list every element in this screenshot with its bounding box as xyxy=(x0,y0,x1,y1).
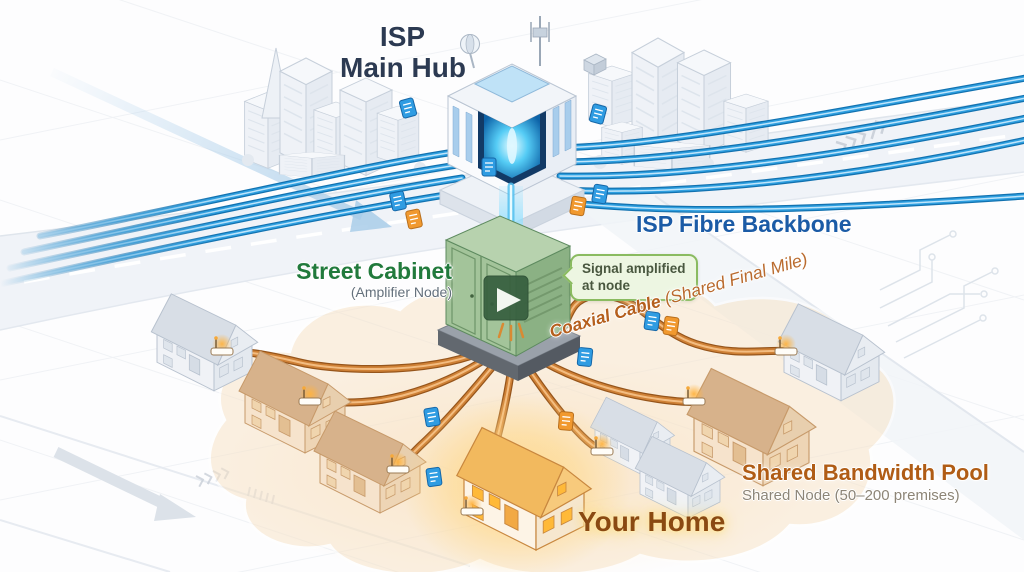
data-packet-icon xyxy=(422,406,442,428)
pool-label: Shared Bandwidth Pool Shared Node (50–20… xyxy=(742,460,989,505)
antenna-mast-icon xyxy=(530,16,550,66)
cabinet-label-title: Street Cabinet xyxy=(296,258,452,284)
backbone-label: ISP Fibre Backbone xyxy=(636,211,852,237)
road-arrow-icon xyxy=(53,447,196,521)
data-packet-icon xyxy=(388,190,408,212)
street-cabinet xyxy=(436,215,582,381)
data-packet-icon xyxy=(590,183,610,205)
satellite-dish-icon xyxy=(460,34,480,69)
data-packet-icon xyxy=(404,208,424,230)
rooftop-unit-icon xyxy=(583,53,607,76)
data-packet-icon xyxy=(568,195,588,217)
cabinet-label-sub: (Amplifier Node) xyxy=(350,284,452,300)
hub-label-line1: ISP xyxy=(379,21,426,52)
signal-amplified-callout: Signal amplified at node xyxy=(570,254,698,301)
data-packet-icon xyxy=(425,466,443,488)
pool-label-title: Shared Bandwidth Pool xyxy=(742,460,989,485)
your-home-label: Your Home xyxy=(578,506,726,537)
hub-label-line2: Main Hub xyxy=(340,52,466,83)
cabinet-label: Street Cabinet (Amplifier Node) xyxy=(270,258,452,301)
hub-label: ISP Main Hub xyxy=(340,21,466,83)
amplifier-icon xyxy=(483,275,529,321)
neighbourhood-houses xyxy=(151,293,885,572)
callout-line1: Signal amplified xyxy=(582,261,686,276)
pool-label-sub: Shared Node (50–200 premises) xyxy=(742,487,960,504)
data-packet-icon xyxy=(662,315,680,337)
data-packet-icon xyxy=(576,346,594,368)
callout-line2: at node xyxy=(582,278,631,293)
data-packet-icon xyxy=(481,157,497,177)
fibre-backbone-cables xyxy=(0,74,1024,288)
data-packet-icon xyxy=(557,410,575,432)
circuit-trace-icon xyxy=(879,230,999,359)
